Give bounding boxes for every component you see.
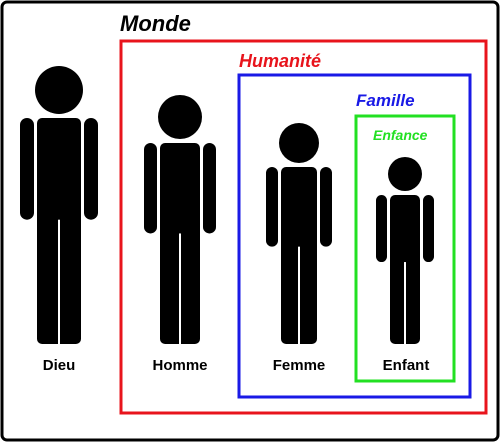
humanite-label: Humanité [239, 51, 321, 71]
enfant-figure-leg-gap [404, 262, 406, 344]
humanite-box [237, 73, 472, 399]
monde-label: Monde [120, 11, 191, 36]
homme-figure-right-arm [203, 143, 216, 234]
dieu-figure-head [35, 66, 83, 114]
femme-figure-right-arm [320, 167, 332, 247]
homme-figure [144, 95, 216, 344]
figures-group [20, 66, 434, 344]
dieu-figure-left-arm [20, 118, 34, 220]
dieu-figure [20, 66, 98, 344]
femme-figure-head [279, 123, 319, 163]
enfant-figure [376, 157, 434, 344]
dieu-figure-leg-gap [58, 219, 60, 344]
famille-label: Famille [356, 91, 415, 110]
femme-label: Femme [273, 357, 326, 374]
enfant-figure-head [388, 157, 422, 191]
femme-figure [266, 123, 332, 344]
homme-figure-head [158, 95, 202, 139]
femme-figure-leg-gap [298, 246, 300, 344]
enfant-label: Enfant [383, 357, 430, 374]
homme-figure-left-arm [144, 143, 157, 234]
dieu-label: Dieu [43, 357, 76, 374]
homme-figure-leg-gap [179, 233, 181, 344]
enfance-label: Enfance [373, 127, 428, 143]
dieu-figure-right-arm [84, 118, 98, 220]
famille-box [354, 114, 456, 383]
enfant-figure-right-arm [423, 195, 434, 263]
enfant-figure-left-arm [376, 195, 387, 263]
femme-figure-left-arm [266, 167, 278, 247]
monde-box [119, 39, 488, 415]
homme-label: Homme [152, 357, 207, 374]
